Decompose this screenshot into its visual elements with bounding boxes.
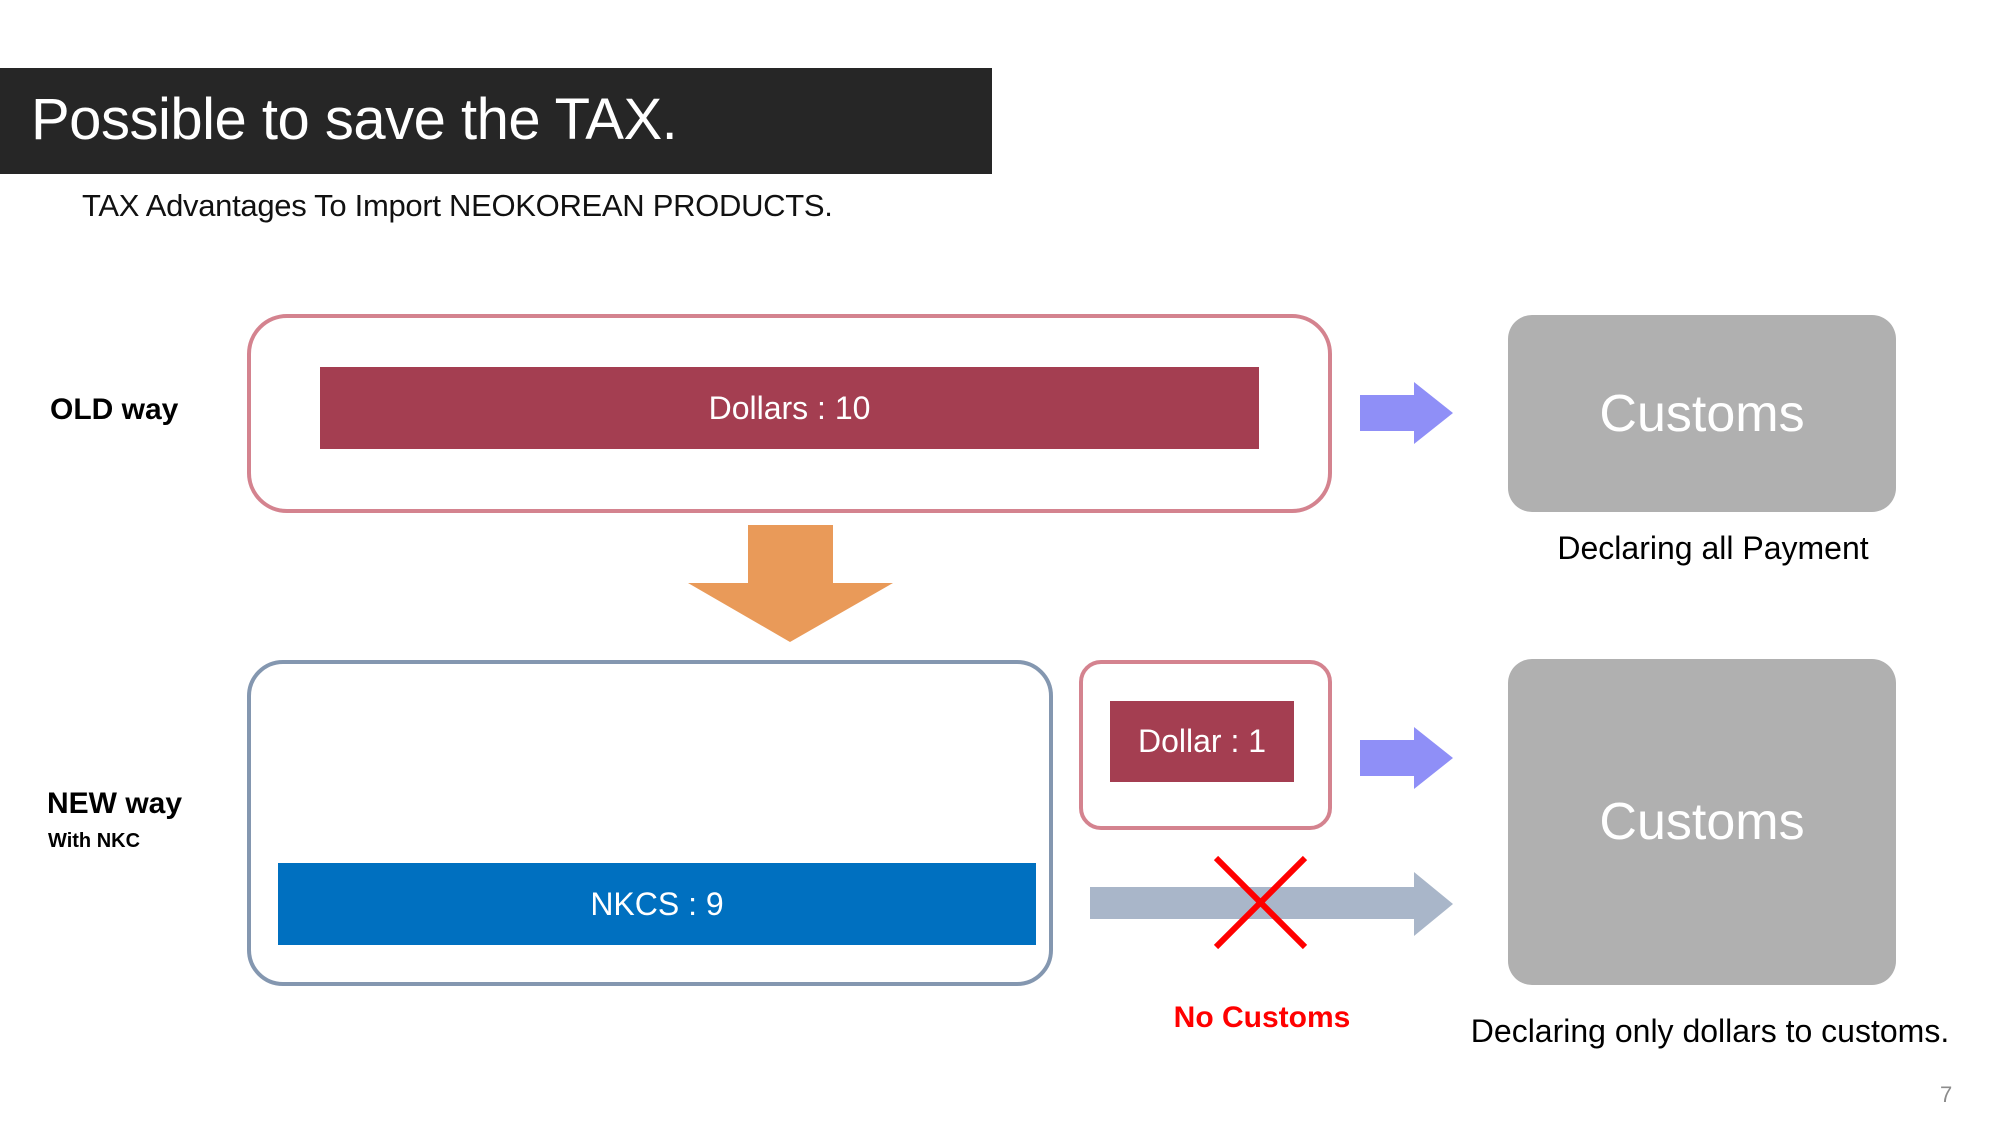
right-arrow-icon (1090, 872, 1453, 936)
customs-label-old: Customs (1599, 384, 1805, 443)
dollars-bar: Dollars : 10 (320, 367, 1259, 449)
dollar-to-customs-arrow (1360, 727, 1453, 789)
dollar-bar: Dollar : 1 (1110, 701, 1294, 782)
nkcs-bypass-arrow (1090, 872, 1453, 936)
transition-arrow (688, 525, 893, 642)
old-way-caption: Declaring all Payment (1557, 530, 1869, 566)
new-way-label: NEW way (47, 787, 183, 820)
old-way-arrow (1360, 382, 1453, 444)
customs-label-new: Customs (1599, 793, 1805, 851)
customs-box-old: Customs (1508, 315, 1896, 512)
cross-stroke-2 (1213, 855, 1308, 950)
slide-subtitle: TAX Advantages To Import NEOKOREAN PRODU… (82, 188, 833, 223)
new-way-caption: Declaring only dollars to customs. (1470, 1013, 1950, 1049)
nkcs-bar-label: NKCS : 9 (590, 885, 724, 922)
page-number: 7 (1940, 1082, 1953, 1107)
slide-title: Possible to save the TAX. (31, 87, 678, 152)
title-bar (0, 68, 992, 174)
no-customs-label: No Customs (1173, 1001, 1351, 1034)
old-way-label: OLD way (50, 393, 179, 426)
new-way-sublabel: With NKC (48, 830, 141, 852)
cross-icon (1213, 855, 1308, 950)
right-arrow-icon (1360, 382, 1453, 444)
dollar-bar-label: Dollar : 1 (1137, 723, 1267, 759)
down-arrow-icon (688, 525, 893, 642)
customs-box-new: Customs (1508, 659, 1896, 985)
dollars-bar-label: Dollars : 10 (708, 389, 871, 426)
right-arrow-icon (1360, 727, 1453, 789)
nkcs-bar: NKCS : 9 (278, 863, 1036, 945)
